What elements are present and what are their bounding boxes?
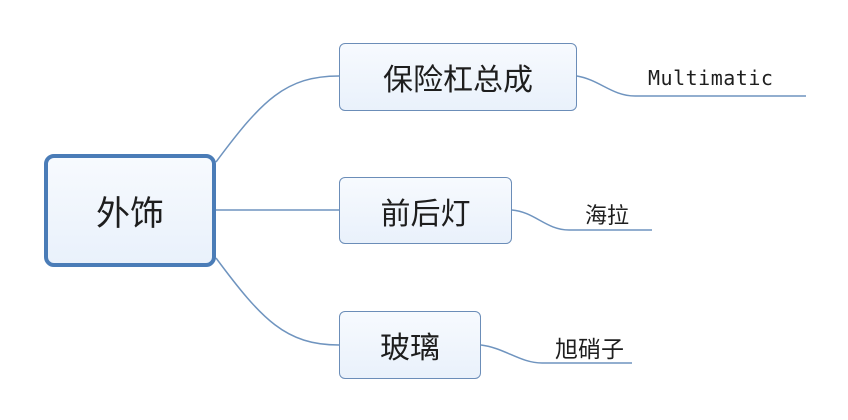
leaf-node-asahi-glass[interactable]: 旭硝子 (555, 337, 624, 363)
leaf-node-multimatic[interactable]: Multimatic (648, 66, 774, 90)
branch-node-label: 保险杠总成 (383, 63, 533, 98)
branch-node-label: 前后灯 (380, 196, 471, 232)
connector-lights-to-leaf (511, 209, 652, 231)
connector-glass-to-leaf (480, 344, 632, 364)
connector-root-to-bumper (215, 75, 340, 163)
branch-node-glass[interactable]: 玻璃 (339, 311, 481, 379)
connector-bumper-to-leaf (576, 75, 806, 97)
leaf-node-hella[interactable]: 海拉 (585, 204, 630, 229)
branch-node-label: 玻璃 (380, 331, 440, 366)
root-node-exterior[interactable]: 外饰 (44, 154, 216, 267)
connector-root-to-glass (215, 257, 340, 346)
branch-node-bumper-assembly[interactable]: 保险杠总成 (339, 43, 577, 111)
root-node-label: 外饰 (96, 194, 164, 234)
branch-node-lights[interactable]: 前后灯 (339, 177, 512, 244)
